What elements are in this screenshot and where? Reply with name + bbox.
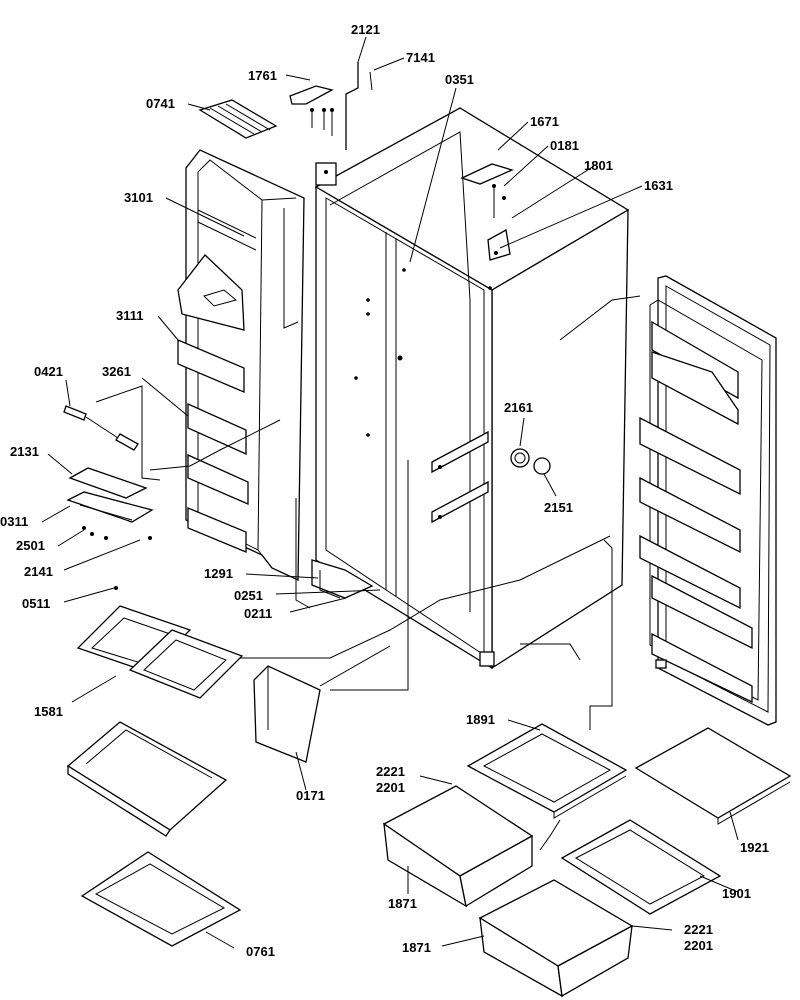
label-0511: 0511 [22, 596, 50, 611]
freezer-shelves [66, 605, 244, 947]
label-1871-lower: 1871 [402, 940, 431, 955]
top-hardware [198, 62, 514, 218]
label-1871-upper: 1871 [388, 896, 417, 911]
label-7141: 7141 [406, 50, 435, 65]
label-2201-lower: 2201 [684, 938, 713, 953]
label-2121: 2121 [351, 22, 380, 37]
label-0251: 0251 [234, 588, 263, 603]
label-3261: 3261 [102, 364, 131, 379]
label-2201-upper: 2201 [376, 780, 405, 795]
label-1891: 1891 [466, 712, 495, 727]
part-labels: 2121 7141 1761 0351 0741 1671 0181 1801 … [0, 22, 769, 959]
label-0211: 0211 [244, 606, 272, 621]
label-0741: 0741 [146, 96, 175, 111]
label-3111: 3111 [116, 308, 144, 323]
ice-bucket [253, 665, 321, 763]
label-1921: 1921 [740, 840, 769, 855]
damper [510, 448, 551, 475]
label-2161: 2161 [504, 400, 533, 415]
label-2151: 2151 [544, 500, 573, 515]
fresh-food-door [639, 275, 777, 726]
label-2221-lower: 2221 [684, 922, 713, 937]
label-2221-upper: 2221 [376, 764, 405, 779]
fresh-food-drawers [382, 723, 792, 998]
label-2501: 2501 [16, 538, 45, 553]
label-0181: 0181 [550, 138, 579, 153]
freezer-door [177, 149, 305, 582]
label-0171: 0171 [296, 788, 325, 803]
label-1631: 1631 [644, 178, 673, 193]
label-1671: 1671 [530, 114, 559, 129]
label-0761: 0761 [246, 944, 275, 959]
label-3101: 3101 [124, 190, 153, 205]
cabinet [311, 107, 630, 670]
label-0311: 0311 [0, 514, 28, 529]
label-1761: 1761 [248, 68, 277, 83]
label-2141: 2141 [24, 564, 53, 579]
small-parts-left [63, 405, 154, 590]
label-1581: 1581 [34, 704, 63, 719]
label-1901: 1901 [722, 886, 751, 901]
label-1291: 1291 [204, 566, 233, 581]
connection-lines [95, 295, 641, 851]
leader-lines [41, 36, 739, 949]
label-1801: 1801 [584, 158, 613, 173]
label-0351: 0351 [445, 72, 474, 87]
label-0421: 0421 [34, 364, 63, 379]
label-2131: 2131 [10, 444, 39, 459]
